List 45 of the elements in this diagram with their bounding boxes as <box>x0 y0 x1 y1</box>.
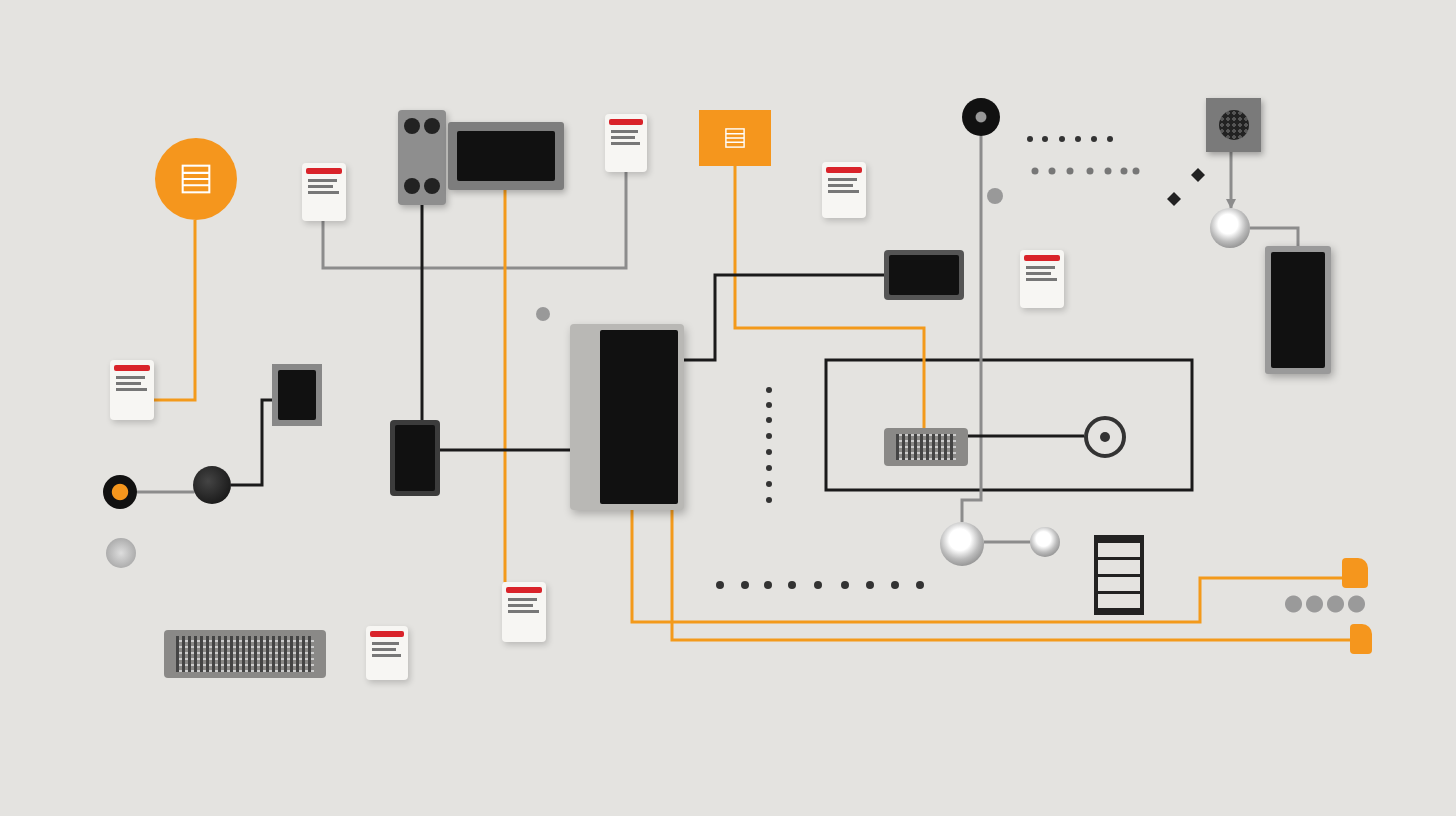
disc-icon <box>103 475 137 509</box>
knob-icon <box>193 466 231 504</box>
ring-icon <box>1084 416 1126 458</box>
document-card <box>302 163 346 221</box>
sphere-icon <box>1030 527 1060 557</box>
control-cabinet-drawing <box>1265 246 1331 374</box>
wire <box>960 136 983 522</box>
wire <box>670 510 1350 642</box>
dial-icon <box>106 538 136 568</box>
keyboard-drawing <box>164 630 326 678</box>
connector-cap-icon <box>1342 558 1368 588</box>
central-unit-drawing <box>570 324 684 510</box>
wire <box>503 190 507 582</box>
document-card <box>822 162 866 218</box>
control-panel-drawing <box>398 110 446 205</box>
wire <box>630 510 1342 624</box>
arrow <box>1226 152 1236 210</box>
wire <box>231 398 272 487</box>
monitor-drawing <box>448 122 564 190</box>
document-card <box>1020 250 1064 308</box>
tablet-drawing <box>390 420 440 496</box>
wire <box>137 490 195 494</box>
wire <box>1250 226 1300 246</box>
sphere-icon <box>940 522 984 566</box>
wire <box>983 540 1030 544</box>
keyboard-drawing <box>884 428 968 466</box>
wire <box>154 220 197 402</box>
chip-board-drawing <box>272 364 322 426</box>
square-device-icon <box>699 110 771 166</box>
speaker-box-drawing <box>1206 98 1261 152</box>
document-card <box>605 114 647 172</box>
wire <box>440 448 570 452</box>
wire <box>684 273 884 362</box>
document-card <box>502 582 546 642</box>
wire <box>420 205 424 420</box>
screen-device-drawing <box>884 250 964 300</box>
wire <box>968 434 1084 438</box>
sphere-icon <box>1210 208 1250 248</box>
document-card <box>110 360 154 420</box>
document-card <box>366 626 408 680</box>
wire <box>733 166 926 428</box>
speaker-icon <box>962 98 1000 136</box>
connector-cap-icon <box>1350 624 1372 654</box>
wire <box>321 172 628 270</box>
rack-drawing <box>1094 535 1144 615</box>
